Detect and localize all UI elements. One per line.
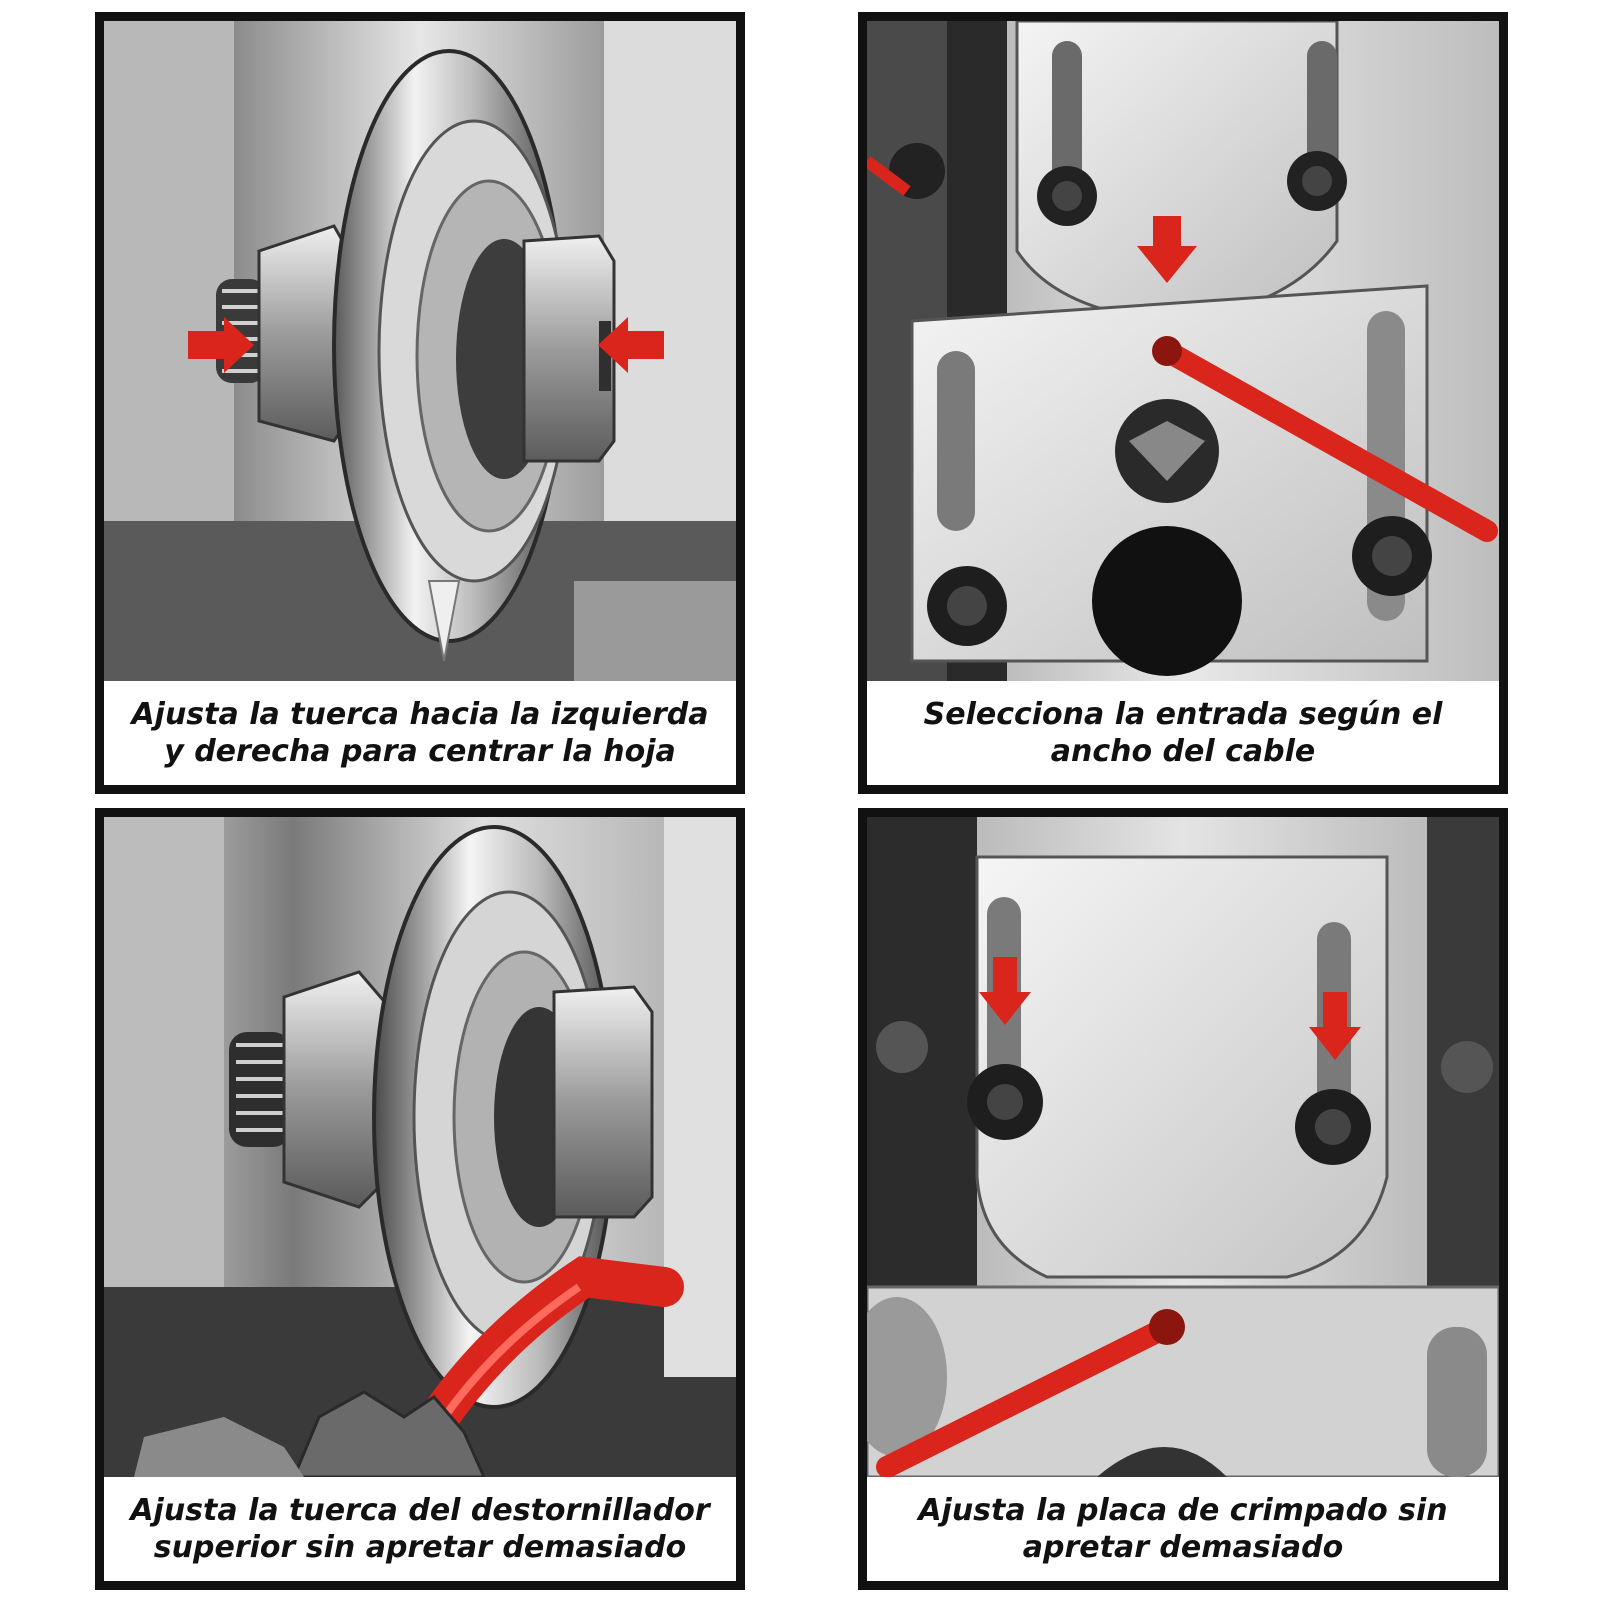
panel-caption: Ajusta la tuerca del destornillador supe… bbox=[104, 1477, 736, 1581]
arrow-down-icon bbox=[1309, 992, 1361, 1060]
instruction-panel-center-blade: Ajusta la tuerca hacia la izquierda y de… bbox=[95, 12, 745, 794]
cable-entry-illustration bbox=[867, 21, 1499, 681]
instruction-panel-cable-entry: Selecciona la entrada según el ancho del… bbox=[858, 12, 1508, 794]
arrow-down-icon bbox=[1137, 216, 1197, 283]
upper-nut-illustration bbox=[104, 817, 736, 1477]
caption-line-1: Ajusta la tuerca hacia la izquierda bbox=[131, 697, 709, 732]
arrow-left-icon bbox=[598, 317, 664, 373]
caption-line-2: superior sin apretar demasiado bbox=[153, 1530, 687, 1565]
instruction-panel-crimp-plate: Ajusta la placa de crimpado sin apretar … bbox=[858, 808, 1508, 1590]
arrow-down-icon bbox=[979, 957, 1031, 1025]
panel-caption: Ajusta la placa de crimpado sin apretar … bbox=[867, 1477, 1499, 1581]
blade-nut-illustration bbox=[104, 21, 736, 681]
caption-line-1: Selecciona la entrada según el bbox=[923, 697, 1443, 732]
instruction-panel-upper-nut: Ajusta la tuerca del destornillador supe… bbox=[95, 808, 745, 1590]
arrow-right-icon bbox=[188, 317, 254, 373]
crimp-plate-illustration bbox=[867, 817, 1499, 1477]
caption-line-1: Ajusta la placa de crimpado sin bbox=[918, 1493, 1448, 1528]
caption-line-1: Ajusta la tuerca del destornillador bbox=[130, 1493, 710, 1528]
panel-caption: Ajusta la tuerca hacia la izquierda y de… bbox=[104, 681, 736, 785]
caption-line-2: ancho del cable bbox=[1050, 734, 1316, 769]
panel-caption: Selecciona la entrada según el ancho del… bbox=[867, 681, 1499, 785]
caption-line-2: apretar demasiado bbox=[1022, 1530, 1344, 1565]
caption-line-2: y derecha para centrar la hoja bbox=[164, 734, 676, 769]
